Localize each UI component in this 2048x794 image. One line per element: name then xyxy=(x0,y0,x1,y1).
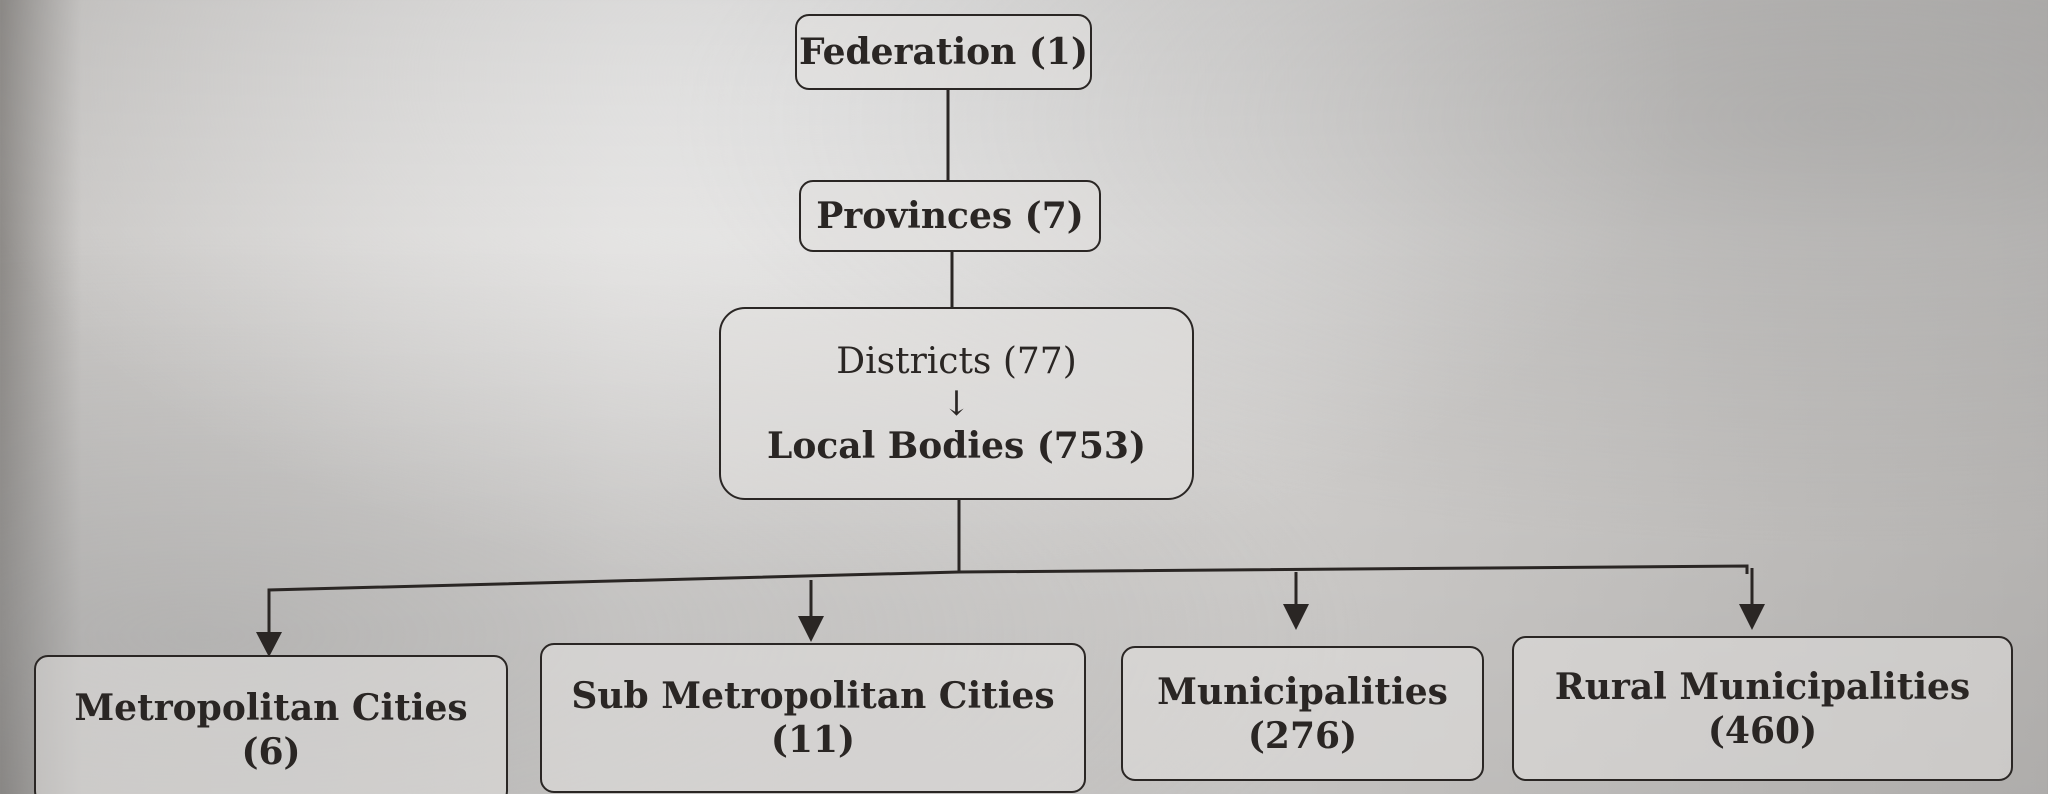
node-sub-metropolitan-label: Sub Metropolitan Cities xyxy=(571,675,1055,717)
node-local-bodies-label: Local Bodies (753) xyxy=(767,424,1146,467)
node-rural-count: (460) xyxy=(1707,709,1818,752)
node-provinces: Provinces (7) xyxy=(799,180,1101,252)
arrowhead-metro xyxy=(256,632,282,657)
node-municipalities-label: Municipalities xyxy=(1157,670,1448,713)
node-federation-label: Federation (1) xyxy=(798,31,1088,73)
line-horizontal-bus xyxy=(267,564,1749,598)
arrowhead-rural xyxy=(1739,604,1765,630)
node-districts-label: Districts (77) xyxy=(836,340,1077,382)
node-metropolitan-cities: Metropolitan Cities (6) xyxy=(34,655,508,794)
node-sub-metropolitan-cities: Sub Metropolitan Cities (11) xyxy=(540,643,1086,793)
node-districts-local-bodies: Districts (77) ↓ Local Bodies (753) xyxy=(719,307,1194,500)
node-provinces-label: Provinces (7) xyxy=(816,195,1084,237)
node-municipalities-count: (276) xyxy=(1247,714,1358,757)
node-metropolitan-label: Metropolitan Cities xyxy=(74,687,468,729)
down-arrow-icon: ↓ xyxy=(942,383,971,424)
arrowhead-muni xyxy=(1283,604,1309,630)
node-sub-metropolitan-count: (11) xyxy=(770,719,856,761)
node-municipalities: Municipalities (276) xyxy=(1121,646,1484,781)
node-rural-label: Rural Municipalities xyxy=(1554,665,1971,708)
arrowhead-submetro xyxy=(798,616,824,642)
node-rural-municipalities: Rural Municipalities (460) xyxy=(1512,636,2013,781)
node-federation: Federation (1) xyxy=(795,14,1092,90)
node-metropolitan-count: (6) xyxy=(241,731,301,773)
